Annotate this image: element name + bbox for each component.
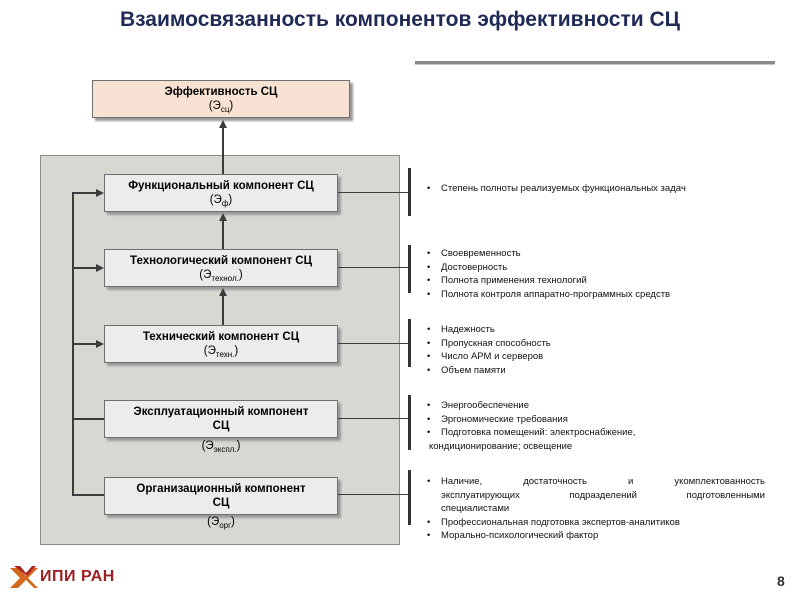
component-symbol: (Этехн.) [203,345,239,359]
list-item: Наличие, достаточность и укомплектованно… [425,475,765,489]
efficiency-label: Эффективность СЦ [164,86,278,98]
list-item: Профессиональная подготовка экспертов-ан… [425,516,765,530]
list-item: Число АРМ и серверов [425,350,765,364]
bus-tap-functional [72,192,96,194]
link-operational [338,418,408,419]
arrow-up-icon [219,120,227,128]
page-number: 8 [777,573,785,589]
technological-component-box: Технологический компонент СЦ (Этехнол.) [104,249,338,287]
functional-indicators: Степень полноты реализуемых функциональн… [425,182,765,196]
bus-tap-operational [72,418,104,420]
technical-indicators: Надежность Пропускная способность Число … [425,323,765,377]
slide-title: Взаимосвязанность компонентов эффективно… [119,8,681,31]
connector-technical-to-technological [222,295,224,325]
arrow-up-icon [219,213,227,221]
list-item: Пропускная способность [425,337,765,351]
list-item: Надежность [425,323,765,337]
component-label: Функциональный компонент СЦ [128,180,314,192]
bus-tap-technological [72,267,96,269]
organizational-indicators: Наличие, достаточность и укомплектованно… [425,475,765,543]
technological-indicators: Своевременность Достоверность Полнота пр… [425,247,765,301]
list-item: Степень полноты реализуемых функциональн… [425,182,765,196]
list-item-cont: кондиционирование; освещение [429,440,573,452]
list-item: Энергообеспечение [425,399,765,413]
component-label: Организационный компонент [136,483,306,495]
list-item-cont: специалистами [441,503,510,514]
efficiency-box: Эффективность СЦ (Эсц) [92,80,350,118]
bracket-operational [408,395,411,450]
bracket-technical [408,319,411,367]
efficiency-symbol: (Эсц) [208,100,234,114]
list-item: Подготовка помещений: электроснабжение, [425,426,765,440]
technical-component-box: Технический компонент СЦ (Этехн.) [104,325,338,363]
arrow-right-icon [96,189,104,197]
connector-to-efficiency [222,128,224,174]
component-symbol: (Этехнол.) [199,269,243,283]
list-item: Морально-психологический фактор [425,529,765,543]
list-item: Полнота применения технологий [425,274,765,288]
operational-indicators: Энергообеспечение Эргономические требова… [425,399,765,453]
component-symbol: (Эф) [209,194,233,208]
logo-text: ИПИ РАН [40,568,115,585]
list-item-cont: эксплуатирующих подразделений подготовле… [441,489,765,501]
bracket-organizational [408,470,411,525]
organizational-component-box: Организационный компонент СЦ [104,477,338,515]
bracket-technological [408,245,411,293]
arrow-right-icon [96,264,104,272]
link-technical [338,343,408,344]
bus-tap-technical [72,343,96,345]
component-label-cont: СЦ [212,497,230,509]
title-divider [415,61,775,65]
list-item: Эргономические требования [425,413,765,427]
connector-tech-to-functional [222,220,224,249]
component-label: Эксплуатационный компонент [133,406,309,418]
arrow-right-icon [96,340,104,348]
functional-component-box: Функциональный компонент СЦ (Эф) [104,174,338,212]
bracket-functional [408,168,411,216]
list-item: Объем памяти [425,364,765,378]
operational-component-box: Эксплуатационный компонент СЦ [104,400,338,438]
link-technological [338,267,408,268]
ipi-ran-logo-icon [10,566,38,588]
link-functional [338,192,408,193]
list-item: Достоверность [425,261,765,275]
list-item: Полнота контроля аппаратно-программных с… [425,288,765,302]
component-label: Технический компонент СЦ [142,331,300,343]
operational-symbol: (Ээкспл.) [201,440,241,454]
component-label: Технологический компонент СЦ [130,255,312,267]
component-label-cont: СЦ [212,420,230,432]
link-organizational [338,494,408,495]
arrow-up-icon [219,288,227,296]
bus-tap-organizational [72,494,104,496]
organizational-symbol: (Эорг) [207,516,235,530]
list-item: Своевременность [425,247,765,261]
